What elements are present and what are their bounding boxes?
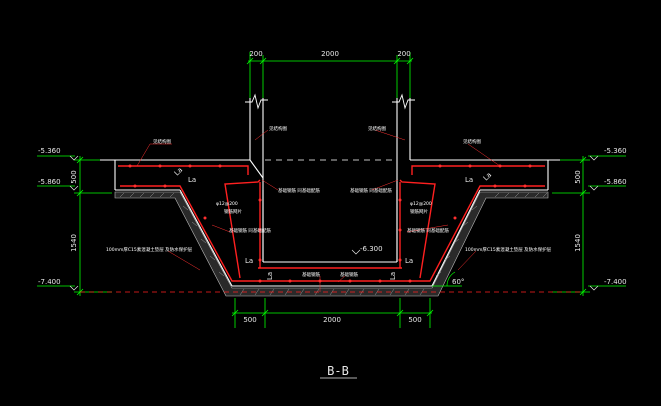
dim-top-middle: 2000 — [321, 50, 339, 58]
dimension-lines — [37, 52, 626, 328]
lap-label-4: La — [405, 257, 413, 265]
angle-indicator — [432, 271, 462, 287]
dim-top-left: 200 — [249, 50, 262, 58]
lap-label-1: La — [188, 176, 196, 184]
elev-mid-right: -5.860 — [604, 178, 627, 186]
annotation-2: 见结构图 — [269, 125, 287, 132]
dim-left-lower: 1540 — [70, 234, 78, 252]
annotation-6: 基础钢筋 同基础配筋 — [350, 187, 392, 194]
rebar-lines — [118, 165, 545, 282]
annotation-10: 基础钢筋 同基础配筋 — [407, 227, 449, 234]
annotation-4: 见结构图 — [463, 138, 481, 145]
annotation-7: 钢筋网片 — [224, 208, 242, 215]
annotation-14: 基础钢筋 — [302, 271, 320, 278]
blinding-concrete-layer — [114, 191, 549, 297]
rebar-dots — [128, 164, 532, 283]
annotation-12: 100mm厚C15素混凝土垫层 及防水保护层 — [465, 246, 552, 253]
elev-pit-floor: -6.300 — [360, 245, 383, 253]
elev-mid-left: -5.860 — [38, 178, 61, 186]
lap-label-6: La — [389, 272, 397, 280]
annotation-3: 见结构图 — [368, 125, 386, 132]
elev-bottom-left: -7.400 — [38, 278, 61, 286]
lap-label-7: La — [173, 166, 184, 177]
annotation-9: 基础钢筋 同基础配筋 — [229, 227, 271, 234]
lap-label-8: La — [482, 171, 493, 182]
dim-left-upper: 500 — [70, 170, 78, 183]
elev-top-left: -5.360 — [38, 147, 61, 155]
elev-top-right: -5.360 — [604, 147, 627, 155]
bar-callout-right: φ12@200 — [410, 201, 432, 207]
leader-lines — [136, 129, 501, 292]
annotation-13: 基础钢筋 — [340, 271, 358, 278]
lap-label-3: La — [245, 257, 253, 265]
annotation-5: 基础钢筋 同基础配筋 — [278, 187, 320, 194]
section-title: B-B — [327, 364, 349, 378]
lap-label-5: La — [266, 272, 274, 280]
bar-callout-left: φ12@200 — [216, 201, 238, 207]
annotation-11: 100mm厚C15素混凝土垫层 及防水保护层 — [106, 246, 193, 253]
lap-label-2: La — [465, 176, 473, 184]
elev-bottom-right: -7.400 — [604, 278, 627, 286]
concrete-section-outline — [100, 98, 560, 287]
break-line-symbols — [245, 93, 415, 110]
angle-label: 60° — [452, 278, 464, 286]
annotation-1: 见结构图 — [153, 138, 171, 145]
dim-bottom-middle: 2000 — [323, 316, 341, 324]
annotation-8: 钢筋网片 — [410, 208, 428, 215]
dim-right-upper: 500 — [574, 170, 582, 183]
dim-top-right: 200 — [397, 50, 410, 58]
blinding-hatch — [119, 192, 548, 296]
elevation-markers — [69, 155, 599, 291]
dim-bottom-right: 500 — [408, 316, 421, 324]
dim-right-lower: 1540 — [574, 234, 582, 252]
dim-bottom-left: 500 — [243, 316, 256, 324]
